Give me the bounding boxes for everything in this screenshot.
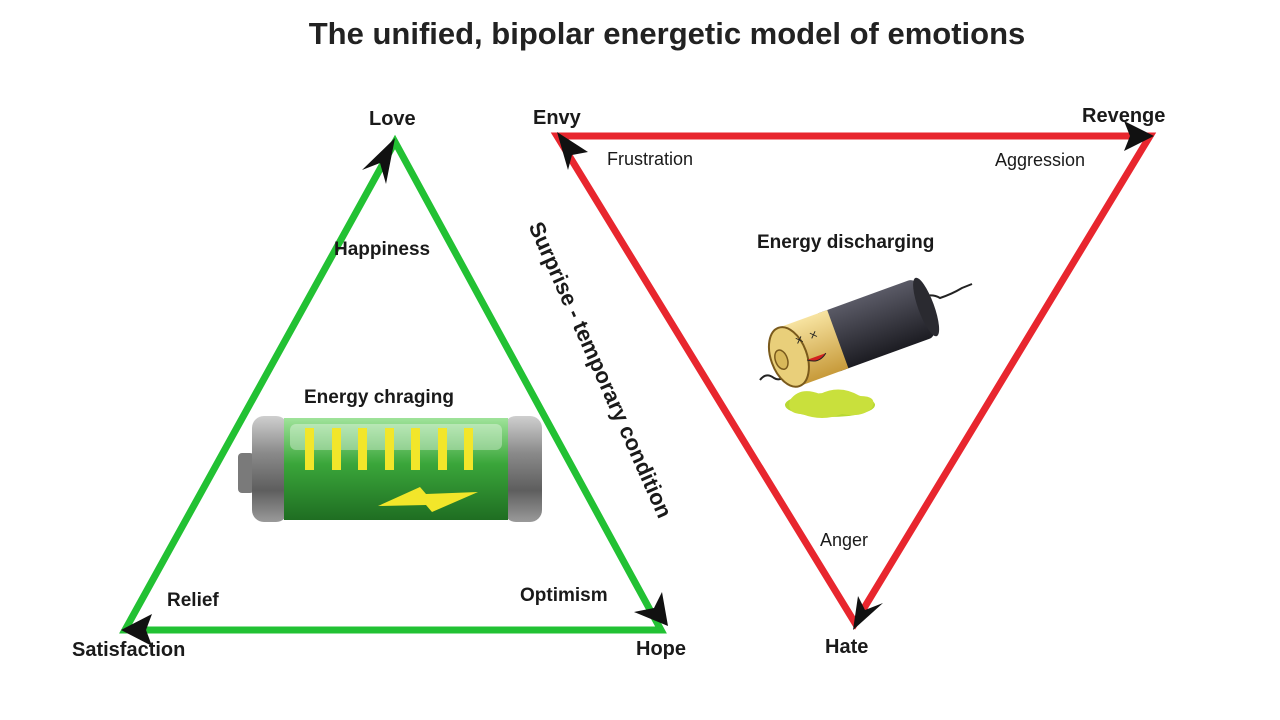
relief-label: Relief bbox=[167, 590, 219, 611]
energy-discharging-caption: Energy discharging bbox=[757, 232, 935, 253]
negative-triangle bbox=[550, 121, 1157, 630]
svg-text:×: × bbox=[807, 327, 820, 342]
arrow-to-hate-icon bbox=[853, 596, 883, 630]
arrow-to-revenge-icon bbox=[1124, 121, 1154, 151]
arrow-to-envy-icon bbox=[557, 132, 588, 170]
revenge-label: Revenge bbox=[1082, 105, 1166, 127]
aggression-label: Aggression bbox=[995, 150, 1086, 170]
hate-label: Hate bbox=[825, 636, 869, 658]
anger-label: Anger bbox=[820, 530, 869, 550]
frustration-label: Frustration bbox=[607, 149, 694, 169]
arrow-to-love-icon bbox=[362, 138, 395, 184]
discharged-battery-icon: × × bbox=[759, 277, 973, 418]
hope-label: Hope bbox=[636, 638, 686, 660]
energy-charging-caption: Energy chraging bbox=[304, 387, 454, 408]
satisfaction-label: Satisfaction bbox=[72, 639, 186, 661]
svg-text:×: × bbox=[793, 332, 806, 347]
arrow-to-hope-icon bbox=[634, 592, 668, 626]
arrow-to-satisfaction-icon bbox=[121, 614, 152, 646]
positive-triangle bbox=[119, 134, 668, 646]
diagram-title: The unified, bipolar energetic model of … bbox=[308, 16, 1026, 51]
love-label: Love bbox=[369, 108, 416, 130]
happiness-label: Happiness bbox=[334, 239, 431, 260]
charging-battery-icon bbox=[238, 416, 542, 522]
envy-label: Envy bbox=[533, 107, 581, 129]
optimism-label: Optimism bbox=[520, 585, 608, 606]
